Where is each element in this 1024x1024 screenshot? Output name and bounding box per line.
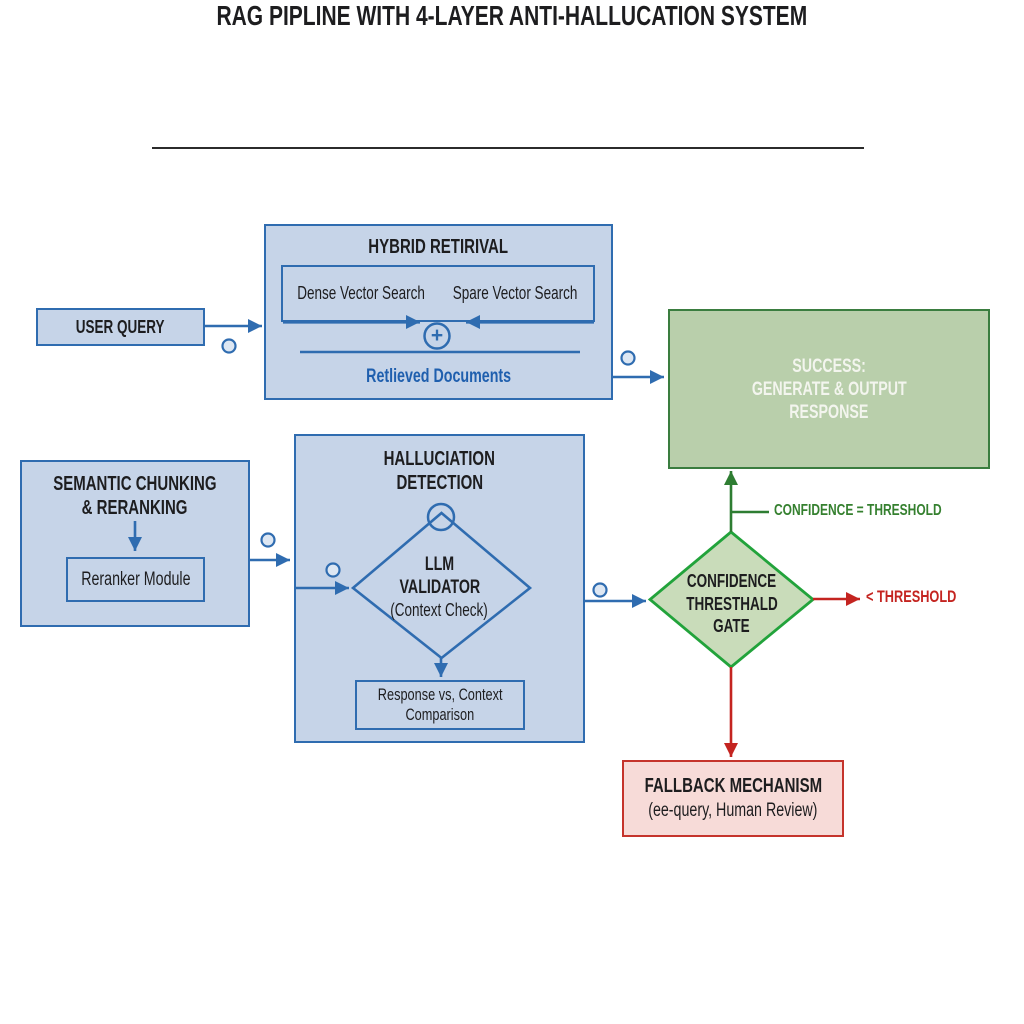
reranker-module-label: Reranker Module <box>80 568 191 590</box>
gate-line3: GATE <box>713 616 750 636</box>
connector-dot <box>620 350 636 366</box>
retrieved-docs-wrap: Retlieved Documents <box>264 366 613 388</box>
success-line2: GENERATE & OUTPUT <box>751 378 907 400</box>
user-query-node: USER QUERY <box>36 308 205 346</box>
confidence-gate-text-wrap: CONFIDENCE THRESTHALD GATE <box>650 570 813 638</box>
hybrid-retrieval-node: HYBRID RETIRIVAL <box>264 224 613 400</box>
connector-dot <box>221 338 237 354</box>
validator-line1: LLM <box>424 554 455 575</box>
hallucination-title-line2: DETECTION <box>396 472 483 494</box>
comparison-line1: Response vs, Context <box>377 685 503 704</box>
gate-line2: THRESTHALD <box>685 593 778 614</box>
semantic-title-line1: SEMANTIC CHUNKING <box>53 473 217 495</box>
gate-line1: CONFIDENCE <box>686 571 777 591</box>
vector-search-group: Dense Vector Search Spare Vector Search <box>281 265 595 322</box>
success-node: SUCCESS: GENERATE & OUTPUT RESPONSE <box>668 309 990 469</box>
dense-search-wrap: Dense Vector Search <box>285 267 437 320</box>
merge-plus-icon: + <box>430 324 444 347</box>
success-line3: RESPONSE <box>789 401 869 423</box>
page-title: RAG PIPLINE WITH 4-LAYER ANTI-HALLUCATIO… <box>0 0 1024 32</box>
sparse-vector-search-label: Spare Vector Search <box>452 283 578 303</box>
connector-dot <box>260 532 276 548</box>
dense-vector-search-label: Dense Vector Search <box>297 283 425 303</box>
confidence-equal-threshold-label: CONFIDENCE = THRESHOLD <box>774 502 942 519</box>
reranker-module-node: Reranker Module <box>66 557 205 602</box>
diagram-title-text: RAG PIPLINE WITH 4-LAYER ANTI-HALLUCATIO… <box>216 0 808 31</box>
sparse-search-wrap: Spare Vector Search <box>439 267 591 320</box>
fallback-node: FALLBACK MECHANISM (ee-query, Human Revi… <box>622 760 844 837</box>
below-threshold-label-wrap: < THRESHOLD <box>866 587 986 607</box>
confidence-threshold-label-wrap: CONFIDENCE = THRESHOLD <box>774 502 998 520</box>
user-query-label: USER QUERY <box>76 316 165 337</box>
title-underline <box>152 147 864 149</box>
fallback-line1: FALLBACK MECHANISM <box>644 775 822 797</box>
success-line1: SUCCESS: <box>792 355 866 377</box>
comparison-line2: Comparison <box>405 705 475 724</box>
semantic-title-wrap: SEMANTIC CHUNKING & RERANKING <box>22 472 248 520</box>
fallback-line2: (ee-query, Human Review) <box>648 800 818 821</box>
connector-dot <box>592 582 608 598</box>
semantic-chunking-node: SEMANTIC CHUNKING & RERANKING <box>20 460 250 627</box>
hallucination-title-wrap: HALLUCIATION DETECTION <box>296 447 583 495</box>
below-threshold-label: < THRESHOLD <box>866 587 957 606</box>
validator-line2: VALIDATOR <box>399 577 480 598</box>
hybrid-retrieval-title: HYBRID RETIRIVAL <box>368 236 509 258</box>
validator-line3: (Context Check) <box>390 600 489 620</box>
llm-validator-text-wrap: LLM VALIDATOR (Context Check) <box>294 553 585 622</box>
semantic-title-line2: & RERANKING <box>82 497 188 519</box>
retrieved-documents-label: Retlieved Documents <box>366 366 511 387</box>
response-comparison-node: Response vs, Context Comparison <box>355 680 525 730</box>
hallucination-title-line1: HALLUCIATION <box>383 448 496 470</box>
hybrid-retrieval-title-wrap: HYBRID RETIRIVAL <box>266 235 611 259</box>
